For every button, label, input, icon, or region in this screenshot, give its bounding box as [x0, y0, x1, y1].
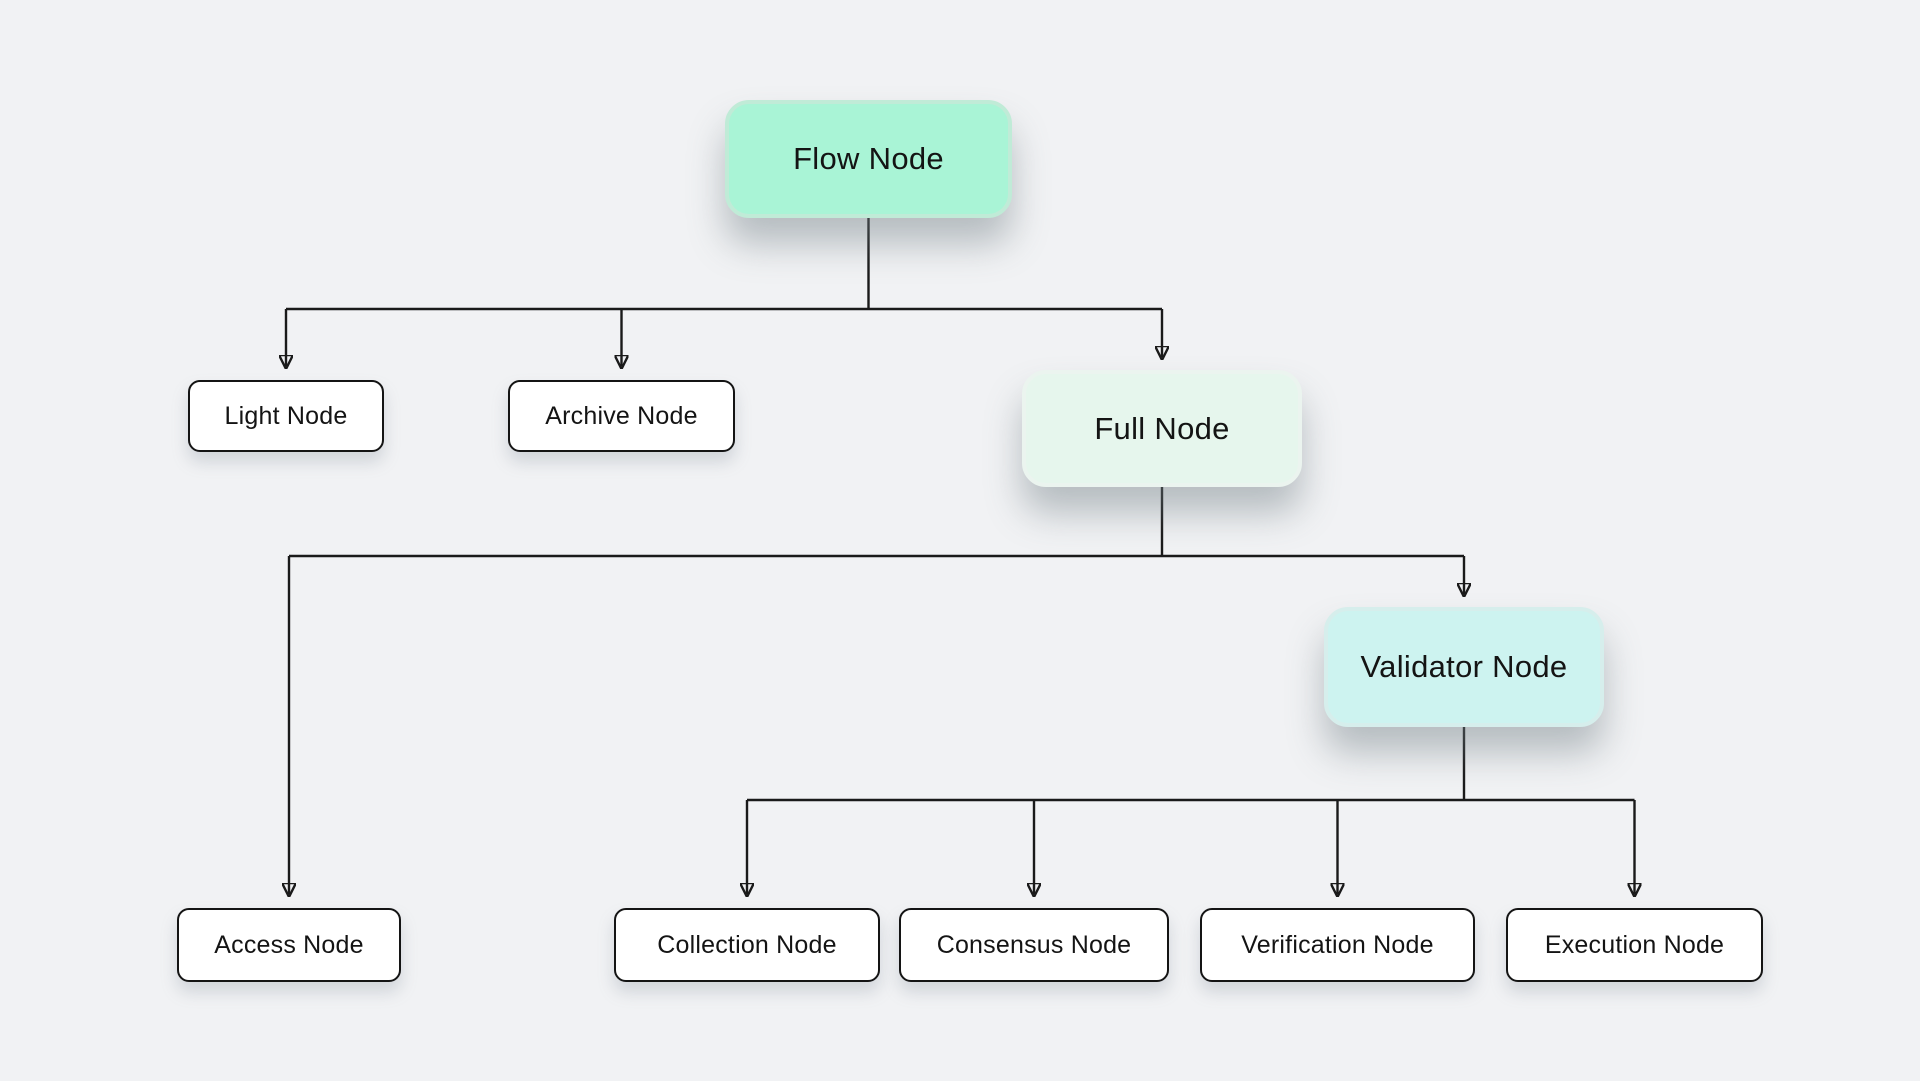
node-execution-label: Execution Node [1544, 930, 1725, 959]
node-execution: Execution Node [1506, 908, 1763, 982]
node-full: Full Node [1022, 370, 1302, 487]
node-light-label: Light Node [224, 401, 348, 430]
node-access: Access Node [177, 908, 401, 982]
node-archive-label: Archive Node [545, 401, 698, 430]
node-collection-label: Collection Node [657, 930, 837, 959]
node-verification-label: Verification Node [1241, 930, 1434, 959]
node-collection: Collection Node [614, 908, 880, 982]
node-validator: Validator Node [1324, 607, 1604, 727]
node-archive: Archive Node [508, 380, 735, 452]
node-flow-label: Flow Node [793, 141, 944, 176]
node-consensus: Consensus Node [899, 908, 1169, 982]
node-consensus-label: Consensus Node [936, 930, 1132, 959]
node-flow: Flow Node [725, 100, 1012, 218]
node-verification: Verification Node [1200, 908, 1475, 982]
node-full-label: Full Node [1094, 410, 1230, 446]
node-light: Light Node [188, 380, 384, 452]
node-validator-label: Validator Node [1360, 649, 1568, 684]
node-access-label: Access Node [214, 930, 364, 959]
